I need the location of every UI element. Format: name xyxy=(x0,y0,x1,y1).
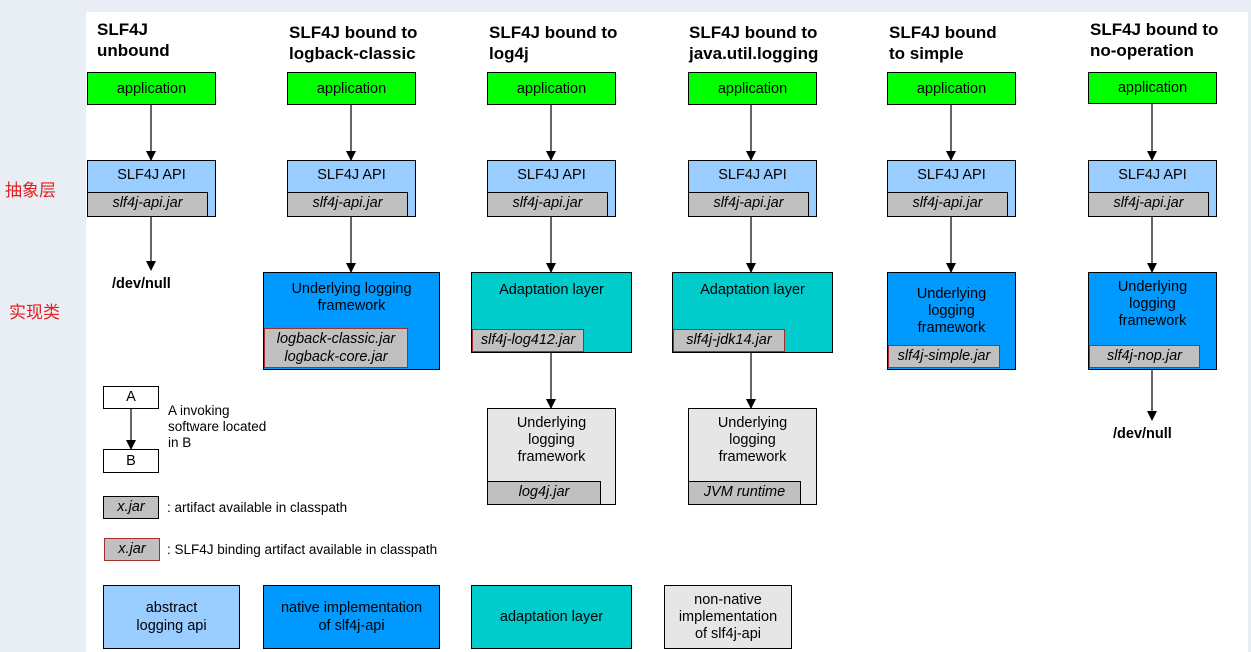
legend-jar-plain: x.jar xyxy=(103,496,159,519)
col1-api-jar: slf4j-api.jar xyxy=(87,192,208,217)
col6-impl-label: Underlying logging framework xyxy=(1117,279,1188,329)
legend-abstract-api: abstract logging api xyxy=(103,585,240,649)
col4-underlying-label: Underlying logging framework xyxy=(717,415,788,465)
col1-title: SLF4J unbound xyxy=(97,20,170,60)
col1-application-box: application xyxy=(87,72,216,105)
col3-underlying-jar: log4j.jar xyxy=(487,481,601,505)
col3-adaptation-jar: slf4j-log412.jar xyxy=(472,329,584,352)
legend-jar-binding: x.jar xyxy=(104,538,160,561)
col1-dev-null: /dev/null xyxy=(112,276,171,292)
col5-api-label: SLF4J API xyxy=(917,167,986,183)
col5-application-box: application xyxy=(887,72,1016,105)
col5-impl-label: Underlying logging framework xyxy=(916,286,987,336)
col3-api-jar: slf4j-api.jar xyxy=(487,192,608,217)
col5-api-jar: slf4j-api.jar xyxy=(887,192,1008,217)
col2-impl-jar: logback-classic.jar logback-core.jar xyxy=(264,328,408,368)
col3-underlying-label: Underlying logging framework xyxy=(516,415,587,465)
legend-nonnative-impl: non-native implementation of slf4j-api xyxy=(664,585,792,649)
col3-title: SLF4J bound to log4j xyxy=(489,23,618,63)
legend-jar-plain-text: : artifact available in classpath xyxy=(167,500,348,515)
col3-adaptation-label: Adaptation layer xyxy=(499,282,604,298)
col6-api-jar: slf4j-api.jar xyxy=(1088,192,1209,217)
col1-api-label: SLF4J API xyxy=(117,167,186,183)
col1-application-label: application xyxy=(116,80,187,97)
col4-application-label: application xyxy=(717,80,788,97)
col4-application-box: application xyxy=(688,72,817,105)
col2-api-label: SLF4J API xyxy=(317,167,386,183)
col6-title: SLF4J bound to no-operation xyxy=(1090,20,1219,60)
col3-application-label: application xyxy=(516,80,587,97)
col2-title: SLF4J bound to logback-classic xyxy=(289,23,418,63)
legend-invoke-text: A invoking software located in B xyxy=(168,403,267,450)
col6-api-label: SLF4J API xyxy=(1118,167,1187,183)
col3-api-label: SLF4J API xyxy=(517,167,586,183)
legend-adaptation-layer: adaptation layer xyxy=(471,585,632,649)
col6-dev-null: /dev/null xyxy=(1113,426,1172,442)
impl-layer-label: 实现类 xyxy=(9,303,60,323)
legend-box-b: B xyxy=(103,449,159,473)
col6-application-box: application xyxy=(1088,72,1217,104)
legend-native-impl: native implementation of slf4j-api xyxy=(263,585,440,649)
col6-impl-jar: slf4j-nop.jar xyxy=(1089,345,1200,368)
col2-impl-label: Underlying logging framework xyxy=(291,281,412,314)
col5-title: SLF4J bound to simple xyxy=(889,23,997,63)
col4-title: SLF4J bound to java.util.logging xyxy=(689,23,819,63)
col4-underlying-jar: JVM runtime xyxy=(688,481,801,505)
legend-box-a: A xyxy=(103,386,159,409)
col4-adaptation-label: Adaptation layer xyxy=(700,282,805,298)
col2-api-jar: slf4j-api.jar xyxy=(287,192,408,217)
col2-application-box: application xyxy=(287,72,416,105)
col3-application-box: application xyxy=(487,72,616,105)
col5-impl-jar: slf4j-simple.jar xyxy=(888,345,1000,368)
col4-adaptation-jar: slf4j-jdk14.jar xyxy=(673,329,785,352)
col6-application-label: application xyxy=(1117,80,1188,96)
legend-jar-binding-text: : SLF4J binding artifact available in cl… xyxy=(167,542,438,557)
col2-application-label: application xyxy=(316,80,387,97)
col4-api-label: SLF4J API xyxy=(718,167,787,183)
abstract-layer-label: 抽象层 xyxy=(5,181,56,201)
col4-api-jar: slf4j-api.jar xyxy=(688,192,809,217)
col5-application-label: application xyxy=(916,80,987,97)
